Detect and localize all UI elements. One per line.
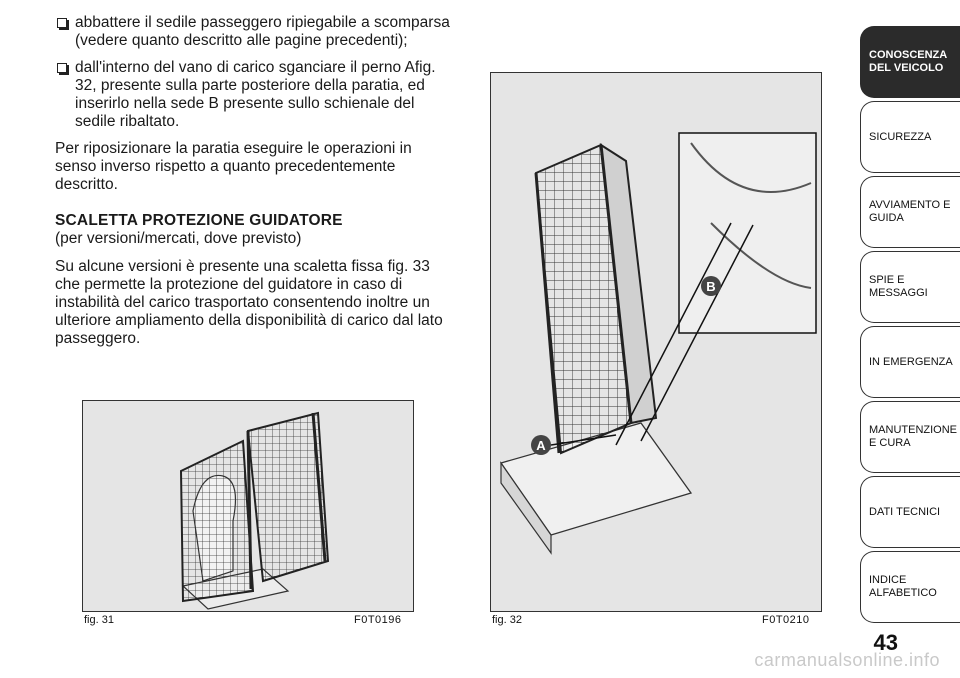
tab-sicurezza[interactable]: SICUREZZA (860, 101, 960, 173)
label-b-marker (701, 276, 721, 296)
bullet-text: dall'interno del vano di carico sganciar… (75, 59, 436, 130)
text-column: abbattere il sedile passeggero ripiegabi… (55, 14, 455, 358)
paragraph: Per riposizionare la paratia eseguire le… (55, 140, 412, 193)
tab-conoscenza-del-veicolo[interactable]: CONOSCENZA DEL VEICOLO (860, 26, 960, 98)
tab-dati-tecnici[interactable]: DATI TECNICI (860, 476, 960, 548)
tab-indice-alfabetico[interactable]: INDICE ALFABETICO (860, 551, 960, 623)
checkbox-bullet-icon (57, 63, 67, 73)
section-heading: SCALETTA PROTEZIONE GUIDATORE (55, 212, 343, 229)
figure-32: B A (490, 72, 822, 612)
checkbox-bullet-icon (57, 18, 67, 28)
figure-code: F0T0196 (354, 614, 402, 626)
paragraph: Su alcune versioni è presente una scalet… (55, 258, 443, 347)
bullet-text: abbattere il sedile passeggero ripiegabi… (75, 14, 450, 49)
tab-spie-e-messaggi[interactable]: SPIE E MESSAGGI (860, 251, 960, 323)
figure-caption: fig. 32 (492, 614, 522, 626)
chapter-sidebar: CONOSCENZA DEL VEICOLO SICUREZZA AVVIAME… (860, 0, 960, 678)
tab-avviamento-e-guida[interactable]: AVVIAMENTO E GUIDA (860, 176, 960, 248)
figure-code: F0T0210 (762, 614, 810, 626)
figure-31 (82, 400, 414, 612)
tab-manutenzione-e-cura[interactable]: MANUTENZIONE E CURA (860, 401, 960, 473)
label-a-marker (531, 435, 551, 455)
seat-partition-illustration (179, 411, 330, 610)
bullet-item: dall'interno del vano di carico sganciar… (55, 59, 455, 131)
label-a: A (536, 438, 546, 453)
bullet-item: abbattere il sedile passeggero ripiegabi… (55, 14, 455, 50)
watermark: carmanualsonline.info (754, 650, 940, 670)
page-number: 43 (873, 630, 898, 655)
figure-caption: fig. 31 (84, 614, 114, 626)
tab-in-emergenza[interactable]: IN EMERGENZA (860, 326, 960, 398)
partition-pin-illustration: B A (499, 132, 817, 555)
label-b: B (706, 279, 715, 294)
section-subheading: (per versioni/mercati, dove previsto) (55, 230, 302, 247)
